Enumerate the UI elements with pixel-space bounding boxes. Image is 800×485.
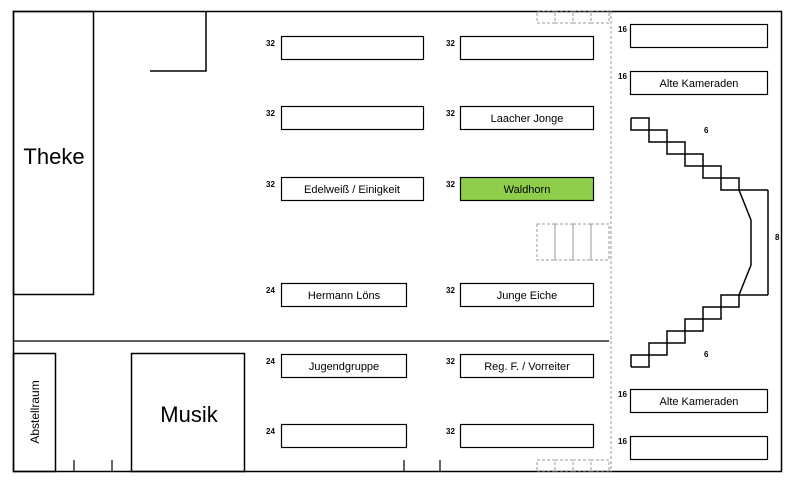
table[interactable]: 16 (618, 23, 769, 49)
table-name: Laacher Jonge (491, 113, 564, 125)
musik-area (130, 352, 246, 473)
chair-row (536, 10, 610, 24)
table-seat-count: 16 (618, 72, 627, 81)
table-rect-highlighted (459, 176, 595, 202)
table-name: Alte Kameraden (660, 78, 739, 90)
table-seat-count: 32 (266, 39, 275, 48)
table[interactable]: 24 Jugendgruppe (266, 353, 408, 379)
table-name: Edelweiß / Einigkeit (304, 184, 400, 196)
table[interactable]: 32 Waldhorn (446, 176, 595, 202)
table-seat-count: 16 (618, 390, 627, 399)
table-name: Reg. F. / Vorreiter (484, 361, 570, 373)
abstellraum-area (12, 352, 57, 473)
stepped-seating (630, 117, 769, 368)
table-rect (459, 282, 595, 308)
table-seat-count: 16 (618, 25, 627, 34)
table[interactable]: 32 Junge Eiche (446, 282, 595, 308)
table[interactable]: 24 Hermann Löns (266, 282, 408, 308)
table[interactable]: 32 (446, 423, 595, 449)
table[interactable]: 24 (266, 423, 408, 449)
table-rect (280, 35, 425, 61)
stair-count-upper: 6 (704, 126, 709, 135)
wall-ticks (73, 460, 441, 472)
table-name: Waldhorn (504, 184, 551, 196)
table[interactable]: 32 Reg. F. / Vorreiter (446, 353, 595, 379)
table[interactable]: 32 Laacher Jonge (446, 105, 595, 131)
table-seat-count: 32 (446, 180, 455, 189)
table[interactable]: 32 Edelweiß / Einigkeit (266, 176, 425, 202)
theke-label: Theke (23, 144, 84, 169)
table-seat-count: 32 (266, 109, 275, 118)
theke-area (12, 10, 95, 296)
table-rect (629, 70, 769, 96)
table[interactable]: 16 (618, 435, 769, 461)
table-name: Junge Eiche (497, 290, 558, 302)
table[interactable]: 32 (446, 35, 595, 61)
table-seat-count: 32 (266, 180, 275, 189)
table[interactable]: 16 Alte Kameraden (618, 70, 769, 96)
table-rect (280, 353, 408, 379)
table-seat-count: 32 (446, 286, 455, 295)
table-seat-count: 32 (446, 109, 455, 118)
table-seat-count: 32 (446, 357, 455, 366)
chair-row (536, 223, 610, 261)
table[interactable]: 16 Alte Kameraden (618, 388, 769, 414)
table-name: Hermann Löns (308, 290, 381, 302)
table-rect (629, 23, 769, 49)
table-seat-count: 32 (446, 427, 455, 436)
table-name: Alte Kameraden (660, 396, 739, 408)
table-seat-count: 24 (266, 286, 275, 295)
table-rect (459, 423, 595, 449)
stair-count-lower: 6 (704, 350, 709, 359)
table-rect (280, 176, 425, 202)
table-rect (280, 282, 408, 308)
table-seat-count: 16 (618, 437, 627, 446)
table-name: Jugendgruppe (309, 361, 379, 373)
musik-label: Musik (160, 402, 218, 427)
table-seat-count: 24 (266, 427, 275, 436)
table[interactable]: 32 (266, 35, 425, 61)
abstellraum-label: Abstellraum (28, 380, 42, 443)
table[interactable]: 32 (266, 105, 425, 131)
table-seat-count: 24 (266, 357, 275, 366)
table-rect (629, 388, 769, 414)
table-rect (459, 35, 595, 61)
table-rect (280, 423, 408, 449)
table-rect (280, 105, 425, 131)
wall-segment (150, 11, 207, 72)
chair-row (536, 459, 610, 473)
table-rect (459, 353, 595, 379)
table-rect (629, 435, 769, 461)
table-rect (459, 105, 595, 131)
table-seat-count: 32 (446, 39, 455, 48)
stair-count-right: 8 (775, 233, 780, 242)
